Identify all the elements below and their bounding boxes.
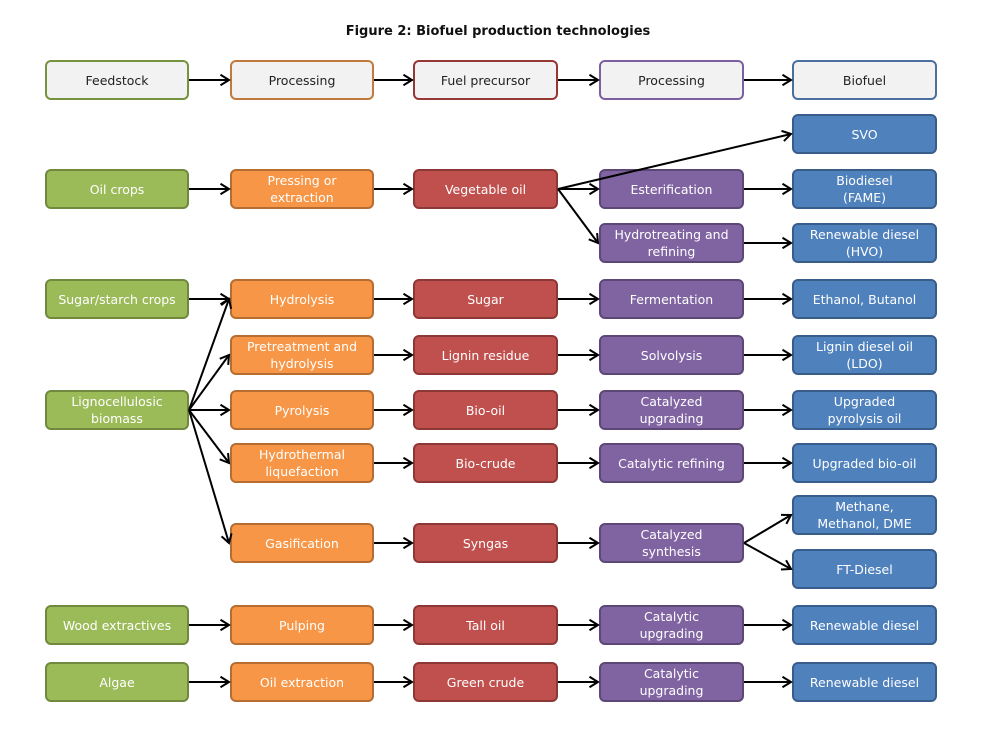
node-lignocellulosic-biomass: Lignocellulosic biomass <box>45 390 189 430</box>
node-algae: Algae <box>45 662 189 702</box>
header-processing-2: Processing <box>599 60 744 100</box>
arrow-feedstock-to-processing <box>189 675 231 689</box>
node-upgraded-bio-oil: Upgraded bio-oil <box>792 443 937 483</box>
node-sugar-crops: Sugar/starch crops <box>45 279 189 319</box>
node-renewable-diesel-2: Renewable diesel <box>792 662 937 702</box>
node-hydrothermal-liquefaction: Hydrothermal liquefaction <box>230 443 374 483</box>
node-pulping: Pulping <box>230 605 374 645</box>
node-catalyzed-synthesis: Catalyzed synthesis <box>599 523 744 563</box>
arrow-processing-to-precursor <box>374 73 414 87</box>
node-sugar: Sugar <box>413 279 558 319</box>
arrow-to-gasification <box>188 409 233 545</box>
arrow-to-methane <box>743 513 793 544</box>
arrow-processing-to-biofuel <box>744 73 793 87</box>
header-feedstock: Feedstock <box>45 60 189 100</box>
arrow-processing-to-precursor <box>374 348 414 362</box>
node-catalyzed-upgrading: Catalyzed upgrading <box>599 390 744 430</box>
node-ldo: Lignin diesel oil (LDO) <box>792 335 937 375</box>
arrow-processing-to-precursor <box>374 675 414 689</box>
node-tall-oil: Tall oil <box>413 605 558 645</box>
node-bio-oil: Bio-oil <box>413 390 558 430</box>
node-svo: SVO <box>792 114 937 154</box>
arrow-processing-to-biofuel <box>744 403 793 417</box>
header-processing: Processing <box>230 60 374 100</box>
arrow-processing-to-biofuel <box>744 456 793 470</box>
node-oil-crops: Oil crops <box>45 169 189 209</box>
node-hydrolysis: Hydrolysis <box>230 279 374 319</box>
node-fermentation: Fermentation <box>599 279 744 319</box>
node-gasification: Gasification <box>230 523 374 563</box>
node-pyrolysis: Pyrolysis <box>230 390 374 430</box>
node-bio-crude: Bio-crude <box>413 443 558 483</box>
arrow-to-htl <box>188 409 231 465</box>
arrow-processing-to-precursor <box>374 456 414 470</box>
node-green-crude: Green crude <box>413 662 558 702</box>
node-biodiesel: Biodiesel (FAME) <box>792 169 937 209</box>
node-upgraded-pyrolysis-oil: Upgraded pyrolysis oil <box>792 390 937 430</box>
arrow-to-hydrotreating <box>557 188 600 245</box>
node-catalytic-upgrading-1: Catalytic upgrading <box>599 605 744 645</box>
node-wood-extractives: Wood extractives <box>45 605 189 645</box>
arrow-feedstock-to-processing <box>189 73 231 87</box>
arrow <box>374 182 414 196</box>
arrow-processing-to-biofuel <box>744 348 793 362</box>
node-oil-extraction: Oil extraction <box>230 662 374 702</box>
arrow-precursor-to-processing <box>558 73 600 87</box>
node-syngas: Syngas <box>413 523 558 563</box>
header-biofuel: Biofuel <box>792 60 937 100</box>
node-vegetable-oil: Vegetable oil <box>413 169 558 209</box>
figure-title: Figure 2: Biofuel production technologie… <box>345 24 651 39</box>
node-esterification: Esterification <box>599 169 744 209</box>
arrow <box>558 182 600 196</box>
arrow <box>189 182 231 196</box>
arrow <box>744 182 793 196</box>
arrow-processing-to-biofuel <box>744 675 793 689</box>
arrow-processing-to-biofuel <box>744 292 793 306</box>
arrow <box>374 536 414 550</box>
arrow-to-pyrolysis <box>189 403 231 417</box>
arrow-precursor-to-processing <box>558 675 600 689</box>
node-ft-diesel: FT-Diesel <box>792 549 937 589</box>
node-ethanol-butanol: Ethanol, Butanol <box>792 279 937 319</box>
arrow <box>744 236 793 250</box>
arrow <box>558 536 600 550</box>
arrow-processing-to-precursor <box>374 292 414 306</box>
node-solvolysis: Solvolysis <box>599 335 744 375</box>
arrow-precursor-to-processing <box>558 456 600 470</box>
arrow-precursor-to-processing <box>558 403 600 417</box>
arrow-to-ft-diesel <box>743 542 793 571</box>
node-catalytic-refining: Catalytic refining <box>599 443 744 483</box>
node-pretreatment: Pretreatment and hydrolysis <box>230 335 374 375</box>
node-pressing: Pressing or extraction <box>230 169 374 209</box>
arrow-precursor-to-processing <box>558 348 600 362</box>
arrow-feedstock-to-processing <box>189 618 231 632</box>
node-renewable-diesel-1: Renewable diesel <box>792 605 937 645</box>
header-fuel-precursor: Fuel precursor <box>413 60 558 100</box>
arrow-to-hydrolysis <box>188 297 233 411</box>
node-methane-methanol-dme: Methane, Methanol, DME <box>792 495 937 535</box>
arrow-processing-to-biofuel <box>744 618 793 632</box>
node-hydrotreating: Hydrotreating and refining <box>599 223 744 263</box>
arrow-precursor-to-processing <box>558 292 600 306</box>
arrow-precursor-to-processing <box>558 618 600 632</box>
node-catalytic-upgrading-2: Catalytic upgrading <box>599 662 744 702</box>
node-lignin-residue: Lignin residue <box>413 335 558 375</box>
arrow-processing-to-precursor <box>374 403 414 417</box>
node-hvo: Renewable diesel (HVO) <box>792 223 937 263</box>
arrow-processing-to-precursor <box>374 618 414 632</box>
arrow-to-pretreatment <box>188 353 231 411</box>
arrow-to-svo <box>557 129 793 190</box>
